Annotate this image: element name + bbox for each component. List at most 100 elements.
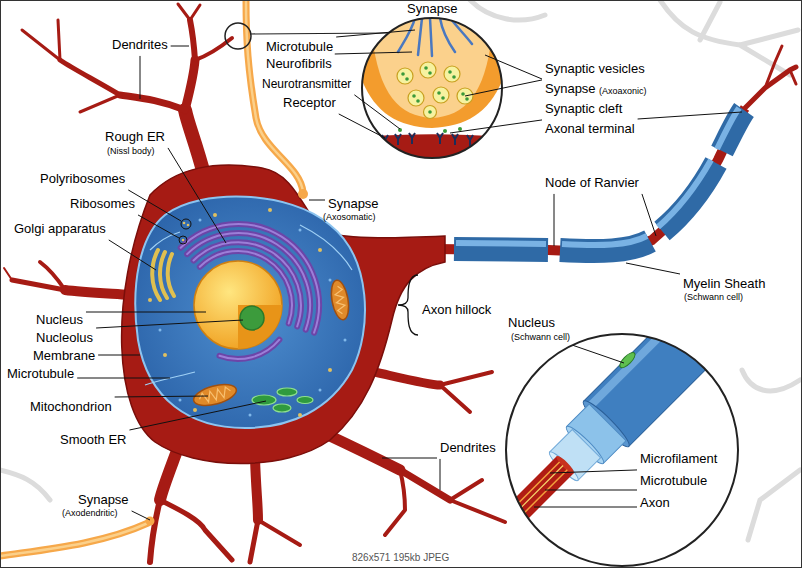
synapse-inset [452, 75, 456, 79]
dendrites [330, 436, 400, 470]
myelin-inset [377, 230, 798, 568]
synapse-inset [408, 90, 424, 106]
image-info: 826x571 195kb JPEG [352, 552, 449, 564]
cytoplasm-speckle [179, 399, 182, 402]
synapse-inset [433, 87, 449, 103]
myelin-sheath [456, 108, 739, 245]
ribosome-dot [183, 222, 186, 225]
leader-line [465, 80, 542, 96]
cytoplasm-speckle [159, 329, 162, 332]
cytoplasm-speckle [299, 229, 302, 232]
leader-line [450, 120, 542, 133]
synapse-inset [350, 0, 515, 128]
part-label: Node of Ranvier [545, 176, 639, 191]
part-label: Synapse [328, 197, 379, 212]
dendrites [400, 470, 450, 500]
myelin-inset [584, 231, 799, 446]
ribosome-dot [213, 213, 217, 217]
leader-line [642, 194, 656, 236]
synapse-inset [448, 70, 452, 74]
part-label: Nucleus [508, 316, 555, 331]
part-label: Ribosomes [70, 197, 135, 212]
other-neuron-axon [146, 517, 155, 526]
rough-er [181, 224, 319, 359]
dendrites [185, 60, 195, 110]
qualifier-label: (Schwann cell) [511, 332, 570, 342]
rough-er [181, 224, 319, 359]
part-label: Smooth ER [60, 433, 126, 448]
dendrites [385, 470, 405, 535]
synapse-inset [465, 97, 469, 101]
mitochondrion [198, 386, 231, 404]
part-label: Microfilament [640, 452, 717, 467]
leader-line [128, 190, 181, 221]
smooth-er [297, 397, 313, 404]
synapse-inset [350, 0, 515, 170]
part-label: Nucleolus [36, 331, 93, 346]
part-label: Nucleus [36, 313, 83, 328]
synapse-inset [382, 133, 473, 146]
dendrites [40, 262, 65, 290]
background-neurons [748, 470, 800, 540]
leader-line [545, 490, 637, 491]
mitochondrion [329, 279, 352, 321]
part-label: Neurofibrils [266, 57, 332, 72]
leader-line [140, 56, 141, 99]
leader-line [132, 511, 150, 520]
mitochondrion [191, 381, 238, 410]
part-label: Dendrites [112, 38, 168, 53]
leader-line [168, 148, 226, 243]
dendrites [22, 20, 120, 112]
dendrites [65, 290, 130, 295]
myelin-inset [618, 350, 638, 370]
dendrites [160, 448, 178, 500]
dendrites [60, 60, 120, 95]
mitochondrion [191, 381, 238, 410]
golgi-apparatus [168, 254, 174, 296]
background-neurons [470, 0, 545, 20]
leader-line [171, 46, 189, 47]
smooth-er [273, 404, 291, 412]
leader-line [336, 30, 415, 37]
synapse-inset [443, 129, 447, 133]
synapse-inset [412, 94, 416, 98]
cytoplasm-speckle [159, 219, 347, 417]
synapse-inset [458, 127, 462, 131]
part-label: Mitochondrion [30, 400, 112, 415]
synapse-inset [398, 66, 469, 133]
myelin-sheath [454, 249, 548, 250]
part-label: Axonal terminal [545, 122, 635, 137]
leader-line [550, 470, 637, 473]
part-label: Microtubule [7, 367, 74, 382]
dendrites [450, 480, 505, 522]
synapse-inset [437, 91, 441, 95]
synapse-inset [350, 0, 515, 170]
background-neurons [742, 370, 800, 391]
synapse-inset [350, 134, 515, 170]
leader-line [339, 114, 385, 138]
leader-line [382, 458, 437, 459]
background-neurons [0, 470, 50, 500]
part-label: Receptor [283, 96, 336, 111]
dendrites [190, 20, 195, 60]
leader-line [335, 52, 412, 54]
synapse-inset [424, 106, 437, 119]
part-label: Rough ER [105, 130, 165, 145]
part-label: Myelin Sheath [683, 277, 765, 292]
synapse-inset [424, 66, 428, 70]
rough-er [181, 224, 319, 359]
nucleus [194, 261, 282, 349]
myelin-sheath [658, 160, 711, 227]
ribosome-dot [298, 413, 302, 417]
leader-line [98, 355, 140, 356]
soma [122, 165, 445, 463]
dendrites [440, 372, 492, 412]
part-label: Microtubule [640, 474, 707, 489]
dendrites [178, 4, 200, 20]
qualifier-label: (Axoaxonic) [599, 86, 647, 96]
leader-line [626, 263, 680, 274]
ribosome-marker [179, 236, 187, 244]
synapse-inset [430, 18, 432, 56]
dendrites [120, 95, 185, 110]
